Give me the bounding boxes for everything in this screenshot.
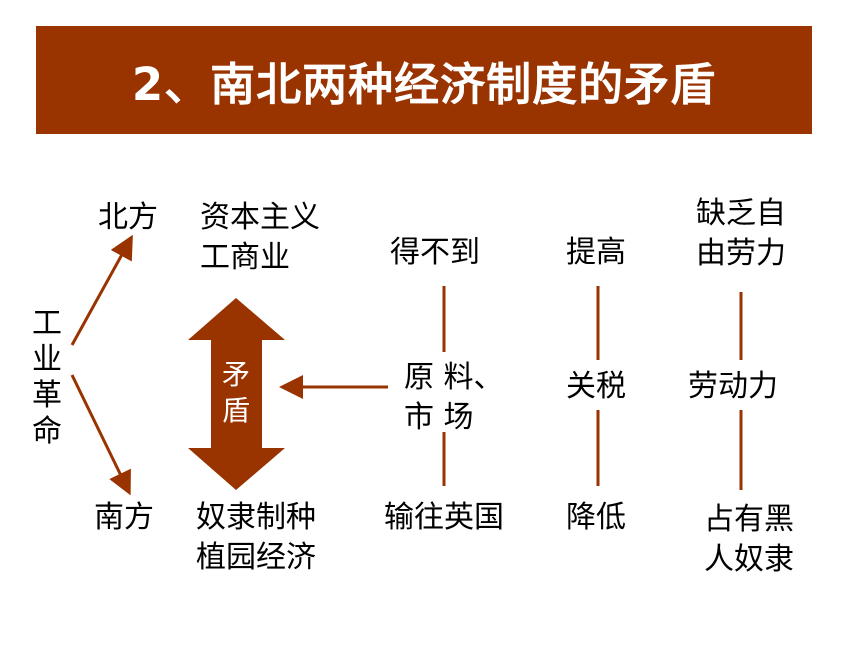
north-economy-label: 资本主义 工商业 (200, 200, 320, 275)
south-economy-label: 奴隶制种 植园经济 (196, 500, 316, 575)
tariff-bottom-label: 降低 (566, 500, 626, 535)
tariff-mid-label: 关税 (566, 369, 626, 404)
tariff-top-label: 提高 (566, 235, 626, 270)
raw-material-bottom-label: 输往英国 (384, 500, 504, 535)
north-label: 北方 (98, 200, 158, 235)
industrial-revolution-label: 工业革命 (32, 306, 62, 449)
labor-top-label: 缺乏自 由劳力 (696, 196, 786, 271)
raw-material-mid-label: 原 料、 市 场 (404, 360, 504, 435)
arrow-to-south (70, 374, 131, 496)
conflict-double-arrow (188, 298, 285, 490)
raw-material-top-label: 得不到 (390, 235, 480, 270)
page-title: 2、南北两种经济制度的矛盾 (131, 57, 717, 111)
labor-bottom-label: 占有黑 人奴隶 (704, 502, 794, 577)
south-label: 南方 (94, 500, 154, 535)
labor-mid-label: 劳动力 (688, 369, 778, 404)
conflict-label: 矛盾 (221, 358, 250, 427)
title-banner: 2、南北两种经济制度的矛盾 (36, 26, 812, 134)
arrow-to-north (70, 234, 133, 346)
